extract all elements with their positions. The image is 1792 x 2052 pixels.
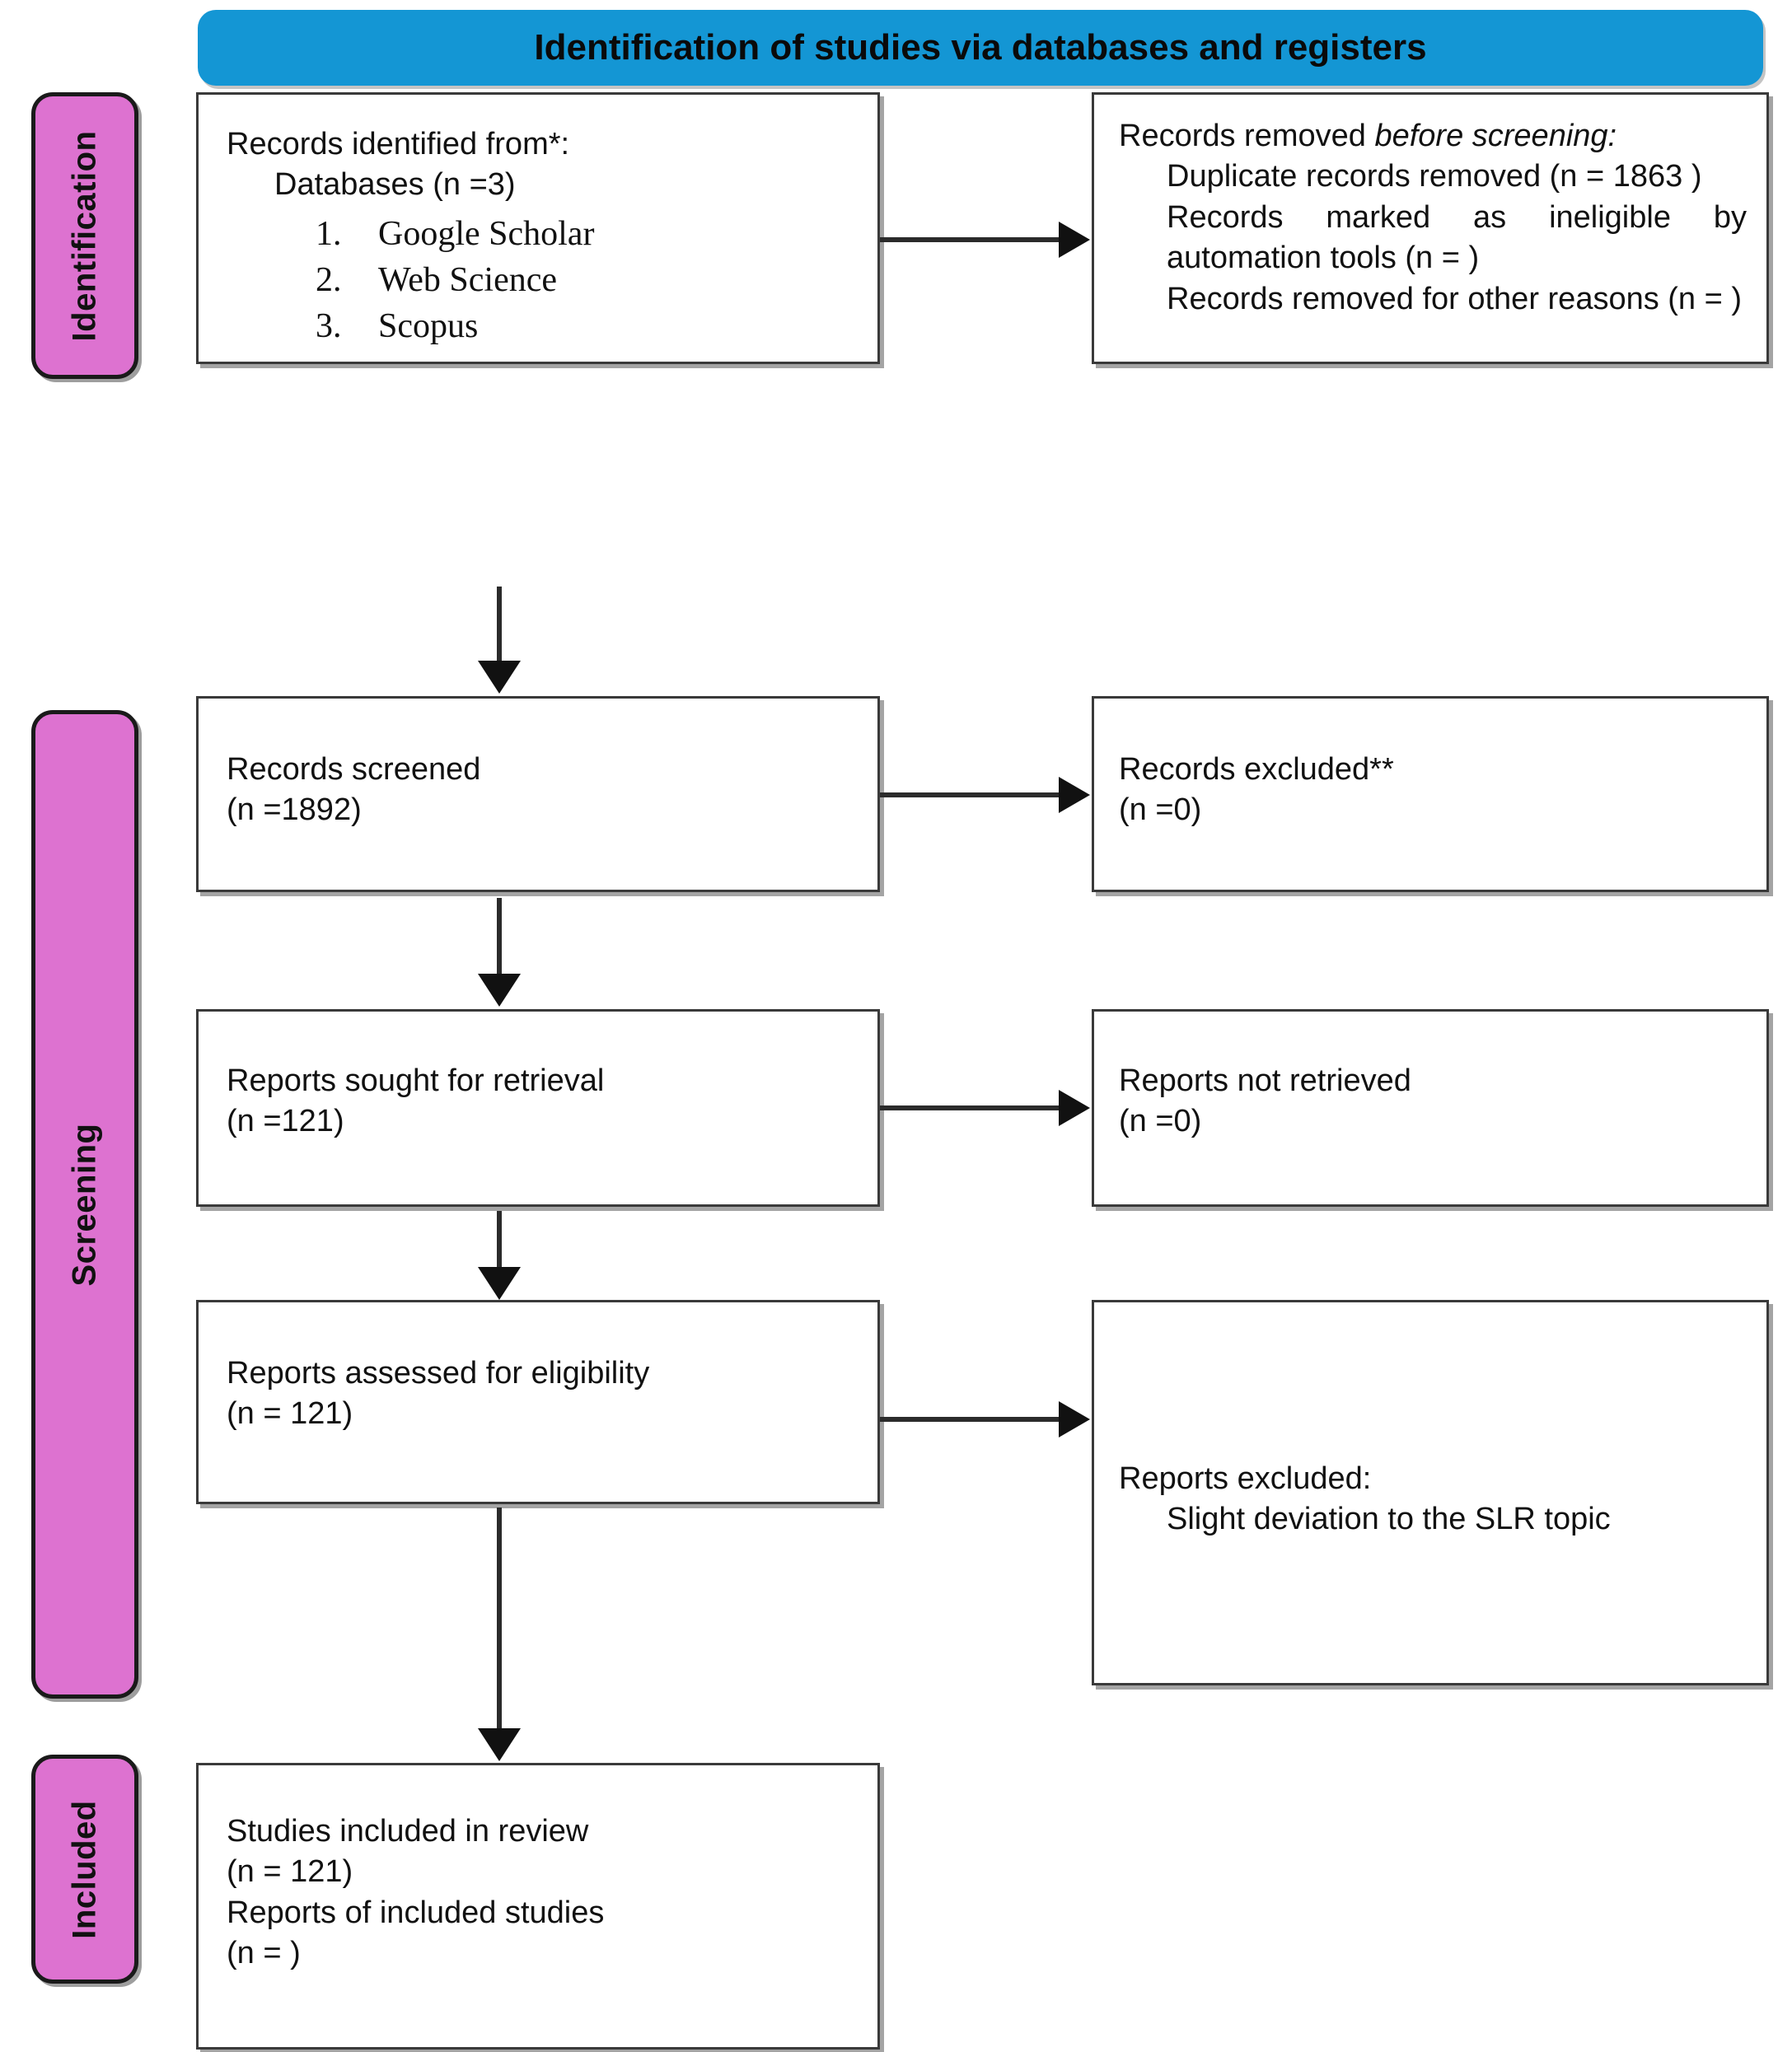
arrow-screened-to-excluded — [880, 776, 1090, 814]
banner-identification-databases: Identification of studies via databases … — [198, 10, 1763, 86]
list-item: Scopus — [350, 303, 853, 349]
arrow-head — [478, 1728, 521, 1761]
reports-excluded-item-deviation: Slight deviation to the SLR topic — [1167, 1502, 1611, 1537]
box-records-identified: Records identified from*: Databases (n =… — [196, 92, 880, 364]
arrow-shaft — [497, 1507, 502, 1730]
arrow-assessed-to-excluded — [880, 1400, 1090, 1438]
arrow-head — [478, 1267, 521, 1300]
arrow-shaft — [497, 587, 502, 662]
records-excluded-line1: Records excluded** — [1119, 752, 1394, 787]
arrow-identified-to-screened — [478, 587, 521, 694]
records-removed-heading-italic: before screening — [1374, 119, 1608, 153]
arrow-sought-to-not-retrieved — [880, 1089, 1090, 1127]
box-reports-assessed: Reports assessed for eligibility (n = 12… — [196, 1300, 880, 1504]
studies-included-line4: (n = ) — [227, 1936, 301, 1971]
records-identified-line2: Databases (n =3) — [274, 167, 516, 203]
phase-label-screening: Screening — [66, 1123, 103, 1286]
phase-bar-identification: Identification — [31, 92, 138, 379]
studies-included-line2: (n = 121) — [227, 1854, 353, 1890]
records-removed-item-ineligible: Records marked as ineligible by automati… — [1167, 199, 1747, 276]
box-reports-sought: Reports sought for retrieval (n =121) — [196, 1009, 880, 1207]
arrow-shaft — [880, 1417, 1061, 1422]
studies-included-line3: Reports of included studies — [227, 1895, 605, 1930]
arrow-screened-to-sought — [478, 898, 521, 1007]
arrow-assessed-to-included — [478, 1507, 521, 1761]
reports-sought-line1: Reports sought for retrieval — [227, 1063, 605, 1098]
arrow-shaft — [880, 792, 1061, 797]
arrow-sought-to-assessed — [478, 1211, 521, 1300]
arrow-shaft — [497, 1211, 502, 1269]
studies-included-line1: Studies included in review — [227, 1814, 589, 1849]
records-removed-heading-plain: Records removed — [1119, 119, 1375, 153]
arrow-identified-to-removed — [880, 221, 1090, 259]
records-identified-source-list: Google Scholar Web Science Scopus — [227, 211, 853, 350]
reports-sought-line2: (n =121) — [227, 1104, 344, 1139]
arrow-shaft — [880, 237, 1061, 242]
records-screened-line1: Records screened — [227, 752, 481, 787]
box-records-excluded: Records excluded** (n =0) — [1092, 696, 1769, 892]
box-records-removed: Records removed before screening: Duplic… — [1092, 92, 1769, 364]
reports-not-retrieved-line2: (n =0) — [1119, 1104, 1202, 1139]
reports-assessed-line1: Reports assessed for eligibility — [227, 1356, 650, 1391]
box-studies-included: Studies included in review (n = 121) Rep… — [196, 1763, 880, 2050]
arrow-head — [478, 974, 521, 1007]
arrow-head — [1059, 222, 1090, 258]
arrow-shaft — [880, 1105, 1061, 1110]
arrow-head — [478, 661, 521, 694]
arrow-head — [1059, 1401, 1090, 1437]
records-removed-heading: Records removed before screening: — [1119, 116, 1747, 157]
records-removed-item-duplicates: Duplicate records removed (n = 1863 ) — [1167, 159, 1702, 194]
records-screened-line2: (n =1892) — [227, 792, 362, 828]
banner-title: Identification of studies via databases … — [534, 27, 1427, 68]
phase-label-identification: Identification — [66, 130, 103, 341]
records-removed-heading-colon: : — [1607, 119, 1617, 153]
phase-label-included: Included — [66, 1799, 103, 1939]
phase-bar-screening: Screening — [31, 710, 138, 1699]
arrow-shaft — [497, 898, 502, 975]
phase-bar-included: Included — [31, 1755, 138, 1984]
records-removed-item-other: Records removed for other reasons (n = ) — [1167, 281, 1743, 316]
reports-assessed-line2: (n = 121) — [227, 1396, 353, 1432]
arrow-head — [1059, 1090, 1090, 1126]
reports-excluded-line1: Reports excluded: — [1119, 1461, 1372, 1496]
records-excluded-line2: (n =0) — [1119, 792, 1202, 828]
list-item: Web Science — [350, 257, 853, 303]
records-identified-line1: Records identified from*: — [227, 127, 570, 161]
box-reports-excluded: Reports excluded: Slight deviation to th… — [1092, 1300, 1769, 1685]
list-item: Google Scholar — [350, 211, 853, 257]
box-records-screened: Records screened (n =1892) — [196, 696, 880, 892]
box-reports-not-retrieved: Reports not retrieved (n =0) — [1092, 1009, 1769, 1207]
reports-not-retrieved-line1: Reports not retrieved — [1119, 1063, 1411, 1098]
arrow-head — [1059, 777, 1090, 813]
